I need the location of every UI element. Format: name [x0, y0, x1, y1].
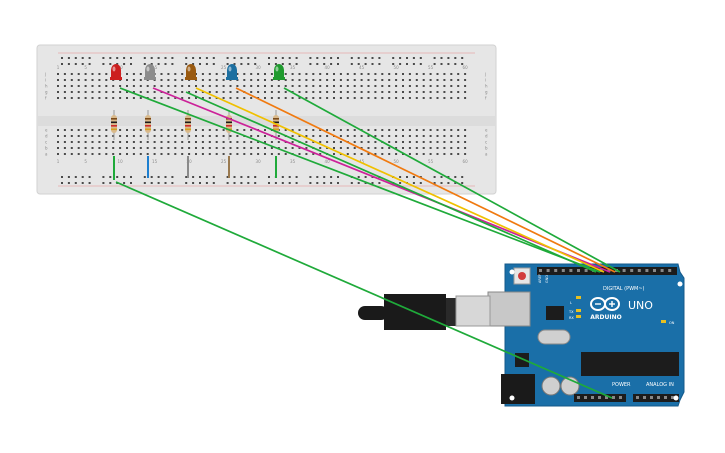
column-number: 40 [325, 159, 331, 164]
tx-label: TX [568, 310, 574, 314]
row-letter: d [485, 134, 488, 139]
column-number: 25 [221, 159, 227, 164]
mount-hole [509, 269, 515, 275]
gnd-label: GND [545, 275, 549, 283]
led-blue[interactable] [226, 64, 238, 80]
wire-ground[interactable] [115, 181, 613, 399]
column-number: 55 [428, 65, 434, 70]
column-number: 55 [428, 159, 434, 164]
row-letter: g [485, 90, 488, 95]
column-number: 20 [187, 159, 193, 164]
column-number: 35 [290, 65, 296, 70]
resistor[interactable] [145, 110, 151, 140]
column-number: 30 [256, 65, 262, 70]
header-pins [539, 269, 674, 399]
row-letter: a [485, 152, 488, 157]
column-number: 35 [290, 159, 296, 164]
wire-gray-led[interactable] [152, 87, 611, 273]
arduino-logo-icon [590, 297, 620, 311]
resistor[interactable] [185, 110, 191, 140]
l-label: L [570, 301, 572, 305]
rx-led [576, 315, 581, 318]
row-letter: f [485, 96, 487, 101]
row-letter: c [485, 140, 487, 145]
column-number: 5 [84, 65, 87, 70]
wire-blue-led[interactable] [235, 87, 616, 273]
led-gray[interactable] [144, 64, 156, 80]
led-brown[interactable] [185, 64, 197, 80]
wire-green-led[interactable] [283, 87, 621, 273]
small-chip [515, 353, 529, 367]
wire-brown-led[interactable] [195, 87, 605, 273]
row-letter: e [45, 128, 48, 133]
row-letter: a [45, 152, 48, 157]
resistors [111, 110, 279, 140]
column-number: 40 [325, 65, 331, 70]
capacitor-left [541, 376, 561, 396]
usb-port [487, 291, 531, 327]
mount-hole [673, 395, 679, 401]
analog-label: ANALOG IN [646, 382, 674, 388]
atmega-chip [581, 352, 679, 376]
power-label: POWER [612, 382, 631, 388]
power-jack [501, 374, 535, 404]
usb-chip [546, 306, 564, 320]
column-number: 25 [221, 65, 227, 70]
jumper-wires [113, 156, 277, 180]
column-number: 60 [463, 65, 469, 70]
led-green[interactable] [273, 64, 285, 80]
row-letter: f [45, 96, 47, 101]
resistor[interactable] [111, 110, 117, 140]
column-number: 45 [359, 159, 365, 164]
tx-led [576, 309, 581, 312]
analog-header[interactable] [633, 394, 679, 402]
row-letter: j [484, 72, 486, 77]
row-letter: h [45, 84, 48, 89]
column-number: 15 [152, 65, 158, 70]
row-letter: d [45, 134, 48, 139]
aref-label: AREF [538, 274, 542, 283]
column-number: 1 [57, 159, 60, 164]
wire-red-led[interactable] [119, 87, 601, 273]
row-letter: c [45, 140, 47, 145]
led-red[interactable] [110, 64, 122, 80]
column-number: 30 [256, 159, 262, 164]
column-number: 10 [118, 159, 124, 164]
rx-label: RX [569, 316, 574, 320]
row-letter: b [45, 146, 48, 151]
column-number: 1 [57, 65, 60, 70]
arduino-board[interactable]: ARDUINO UNO DIGITAL (PWM~) POWER ANALOG … [487, 263, 685, 407]
row-letter: g [45, 90, 48, 95]
mount-hole [509, 395, 515, 401]
wires [115, 87, 621, 399]
row-letter: i [485, 78, 486, 83]
row-letter: e [485, 128, 488, 133]
column-number: 50 [394, 65, 400, 70]
model-label: UNO [628, 299, 653, 312]
mount-hole [677, 281, 683, 287]
reset-button-cap [518, 272, 526, 280]
on-led [661, 320, 666, 323]
leds [110, 64, 285, 80]
row-letter: h [485, 84, 488, 89]
row-letter: i [45, 78, 46, 83]
brand-label: ARDUINO [590, 314, 621, 321]
column-number: 50 [394, 159, 400, 164]
usb-cable [358, 294, 491, 330]
column-number: 5 [84, 159, 87, 164]
digital-label: DIGITAL (PWM~) [603, 286, 645, 292]
column-number: 45 [359, 65, 365, 70]
l-led [576, 296, 581, 299]
wire-led-ground[interactable] [185, 91, 597, 273]
column-number: 15 [152, 159, 158, 164]
row-letter: j [44, 72, 46, 77]
on-label: ON [669, 321, 675, 325]
row-letter: b [485, 146, 488, 151]
column-number: 60 [463, 159, 469, 164]
crystal [537, 329, 571, 345]
